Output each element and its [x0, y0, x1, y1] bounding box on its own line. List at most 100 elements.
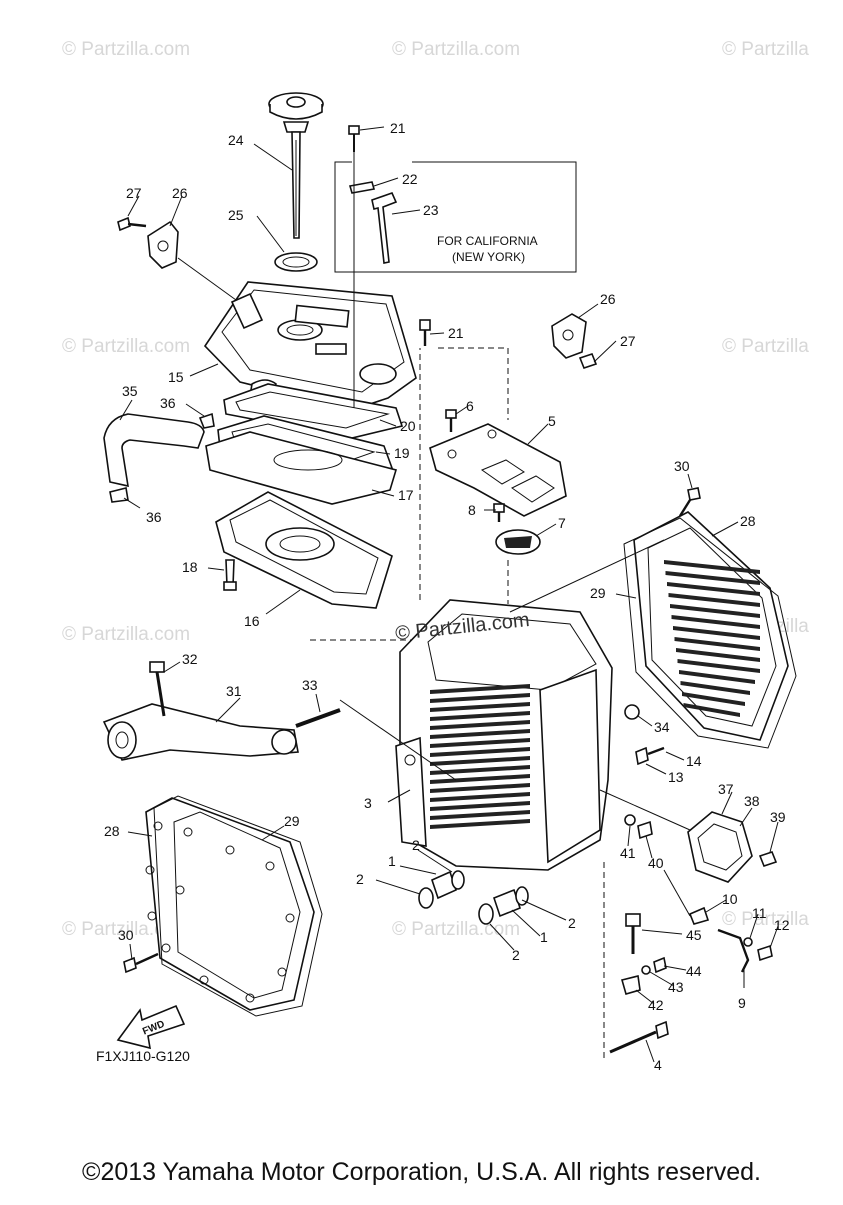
water-joints: [418, 870, 529, 925]
breather-chamber: [215, 491, 393, 609]
water-jacket-cover-right: [623, 511, 797, 749]
cooling-fin: [430, 810, 530, 820]
callout-label: 7: [558, 515, 566, 531]
cover-fin: [676, 648, 760, 662]
cover-plate-5: [429, 423, 567, 517]
seal-ring: [274, 252, 318, 272]
callout-label: 44: [686, 963, 702, 979]
cooling-fin: [430, 729, 530, 739]
callout-label: 2: [512, 947, 520, 963]
callout-label: 2: [412, 837, 420, 853]
callout-label: 3: [364, 795, 372, 811]
callout-label: 40: [648, 855, 664, 871]
callout-label: 22: [402, 171, 418, 187]
callout-label: 17: [398, 487, 414, 503]
california-note-line1: FOR CALIFORNIA: [437, 234, 538, 248]
callout-label: 35: [122, 383, 138, 399]
cooling-fin: [430, 819, 530, 829]
callout-label: 19: [394, 445, 410, 461]
bolt-hole: [153, 821, 163, 831]
breather-hose: [103, 413, 205, 488]
callout-label: 20: [400, 418, 416, 434]
callout-label: 33: [302, 677, 318, 693]
callout-label: 2: [568, 915, 576, 931]
callout-label: 16: [244, 613, 260, 629]
callout-label: 14: [686, 753, 702, 769]
cooling-fin: [430, 720, 530, 730]
callout-label: 21: [448, 325, 464, 341]
copyright-footer: ©2013 Yamaha Motor Corporation, U.S.A. A…: [82, 1158, 761, 1186]
callout-label: 4: [654, 1057, 662, 1073]
cooling-fin: [430, 738, 530, 748]
bolt-hole: [225, 845, 235, 855]
callout-label: 21: [390, 120, 406, 136]
cover-fin: [682, 692, 745, 706]
cover-fins: [664, 560, 760, 717]
watermark: © Partzilla.com: [62, 39, 190, 60]
cover-fin: [665, 571, 760, 585]
plate-17: [205, 431, 398, 505]
cover-fin: [674, 637, 760, 651]
callout-label: 27: [126, 185, 142, 201]
bolt-hole: [147, 911, 157, 921]
water-jacket-cover-left: [145, 795, 323, 1017]
cooling-fin: [430, 801, 530, 811]
callout-label: 1: [540, 929, 548, 945]
callout-label: 13: [668, 769, 684, 785]
bolt-hole: [285, 913, 295, 923]
callout-label: 9: [738, 995, 746, 1011]
callout-label: 5: [548, 413, 556, 429]
watermark: © Partzilla: [722, 336, 809, 357]
bolt-hole: [161, 943, 171, 953]
cylinder-head-cover: [203, 281, 417, 411]
cover-fin: [683, 703, 740, 717]
diagram-code: F1XJ110-G120: [96, 1048, 190, 1064]
callout-label: 34: [654, 719, 670, 735]
callout-label: 23: [423, 202, 439, 218]
leader-dashed: [310, 347, 605, 1060]
callout-label: 26: [600, 291, 616, 307]
cooling-fin: [430, 711, 530, 721]
callout-label: 36: [146, 509, 162, 525]
callout-label: 15: [168, 369, 184, 385]
california-note-line2: (NEW YORK): [452, 250, 525, 264]
cooling-fin: [430, 783, 530, 793]
cover-fin: [664, 560, 760, 574]
cover-fin: [679, 670, 755, 684]
bolt-hole: [199, 975, 209, 985]
callout-label: 10: [722, 891, 738, 907]
cover-fin: [671, 615, 760, 629]
callout-label: 12: [774, 917, 790, 933]
callout-label: 43: [668, 979, 684, 995]
bolt-hole: [277, 967, 287, 977]
cooling-fin: [430, 684, 530, 694]
callout-label: 8: [468, 502, 476, 518]
watermark: © Partzilla.com: [62, 624, 190, 645]
small-parts: [609, 704, 778, 1054]
watermark: © Partzilla.com: [392, 919, 520, 940]
engine-hanger: [102, 703, 299, 761]
bolt-hole: [145, 865, 155, 875]
cooling-fin: [430, 756, 530, 766]
cooling-fins: [430, 684, 530, 829]
callout-label: 45: [686, 927, 702, 943]
bolt-hole: [183, 827, 193, 837]
watermark: © Partzilla: [722, 909, 809, 930]
callout-label: 42: [648, 997, 664, 1013]
callout-label: 28: [740, 513, 756, 529]
callout-label: 1: [388, 853, 396, 869]
cooling-fin: [430, 792, 530, 802]
cover-fin: [667, 582, 760, 596]
cover-fin: [673, 626, 760, 640]
cylinder-head: [395, 599, 613, 871]
callout-label: 41: [620, 845, 636, 861]
watermark: © Partzilla.com: [392, 39, 520, 60]
callout-label: 37: [718, 781, 734, 797]
cover-fin: [670, 604, 760, 618]
callout-label: 30: [674, 458, 690, 474]
callout-label: 30: [118, 927, 134, 943]
leader-lines: [119, 126, 779, 1063]
callout-labels: 24 21 22 23 27 26 25 21 26 27 15 35 36 6…: [104, 120, 790, 1073]
callout-label: 26: [172, 185, 188, 201]
